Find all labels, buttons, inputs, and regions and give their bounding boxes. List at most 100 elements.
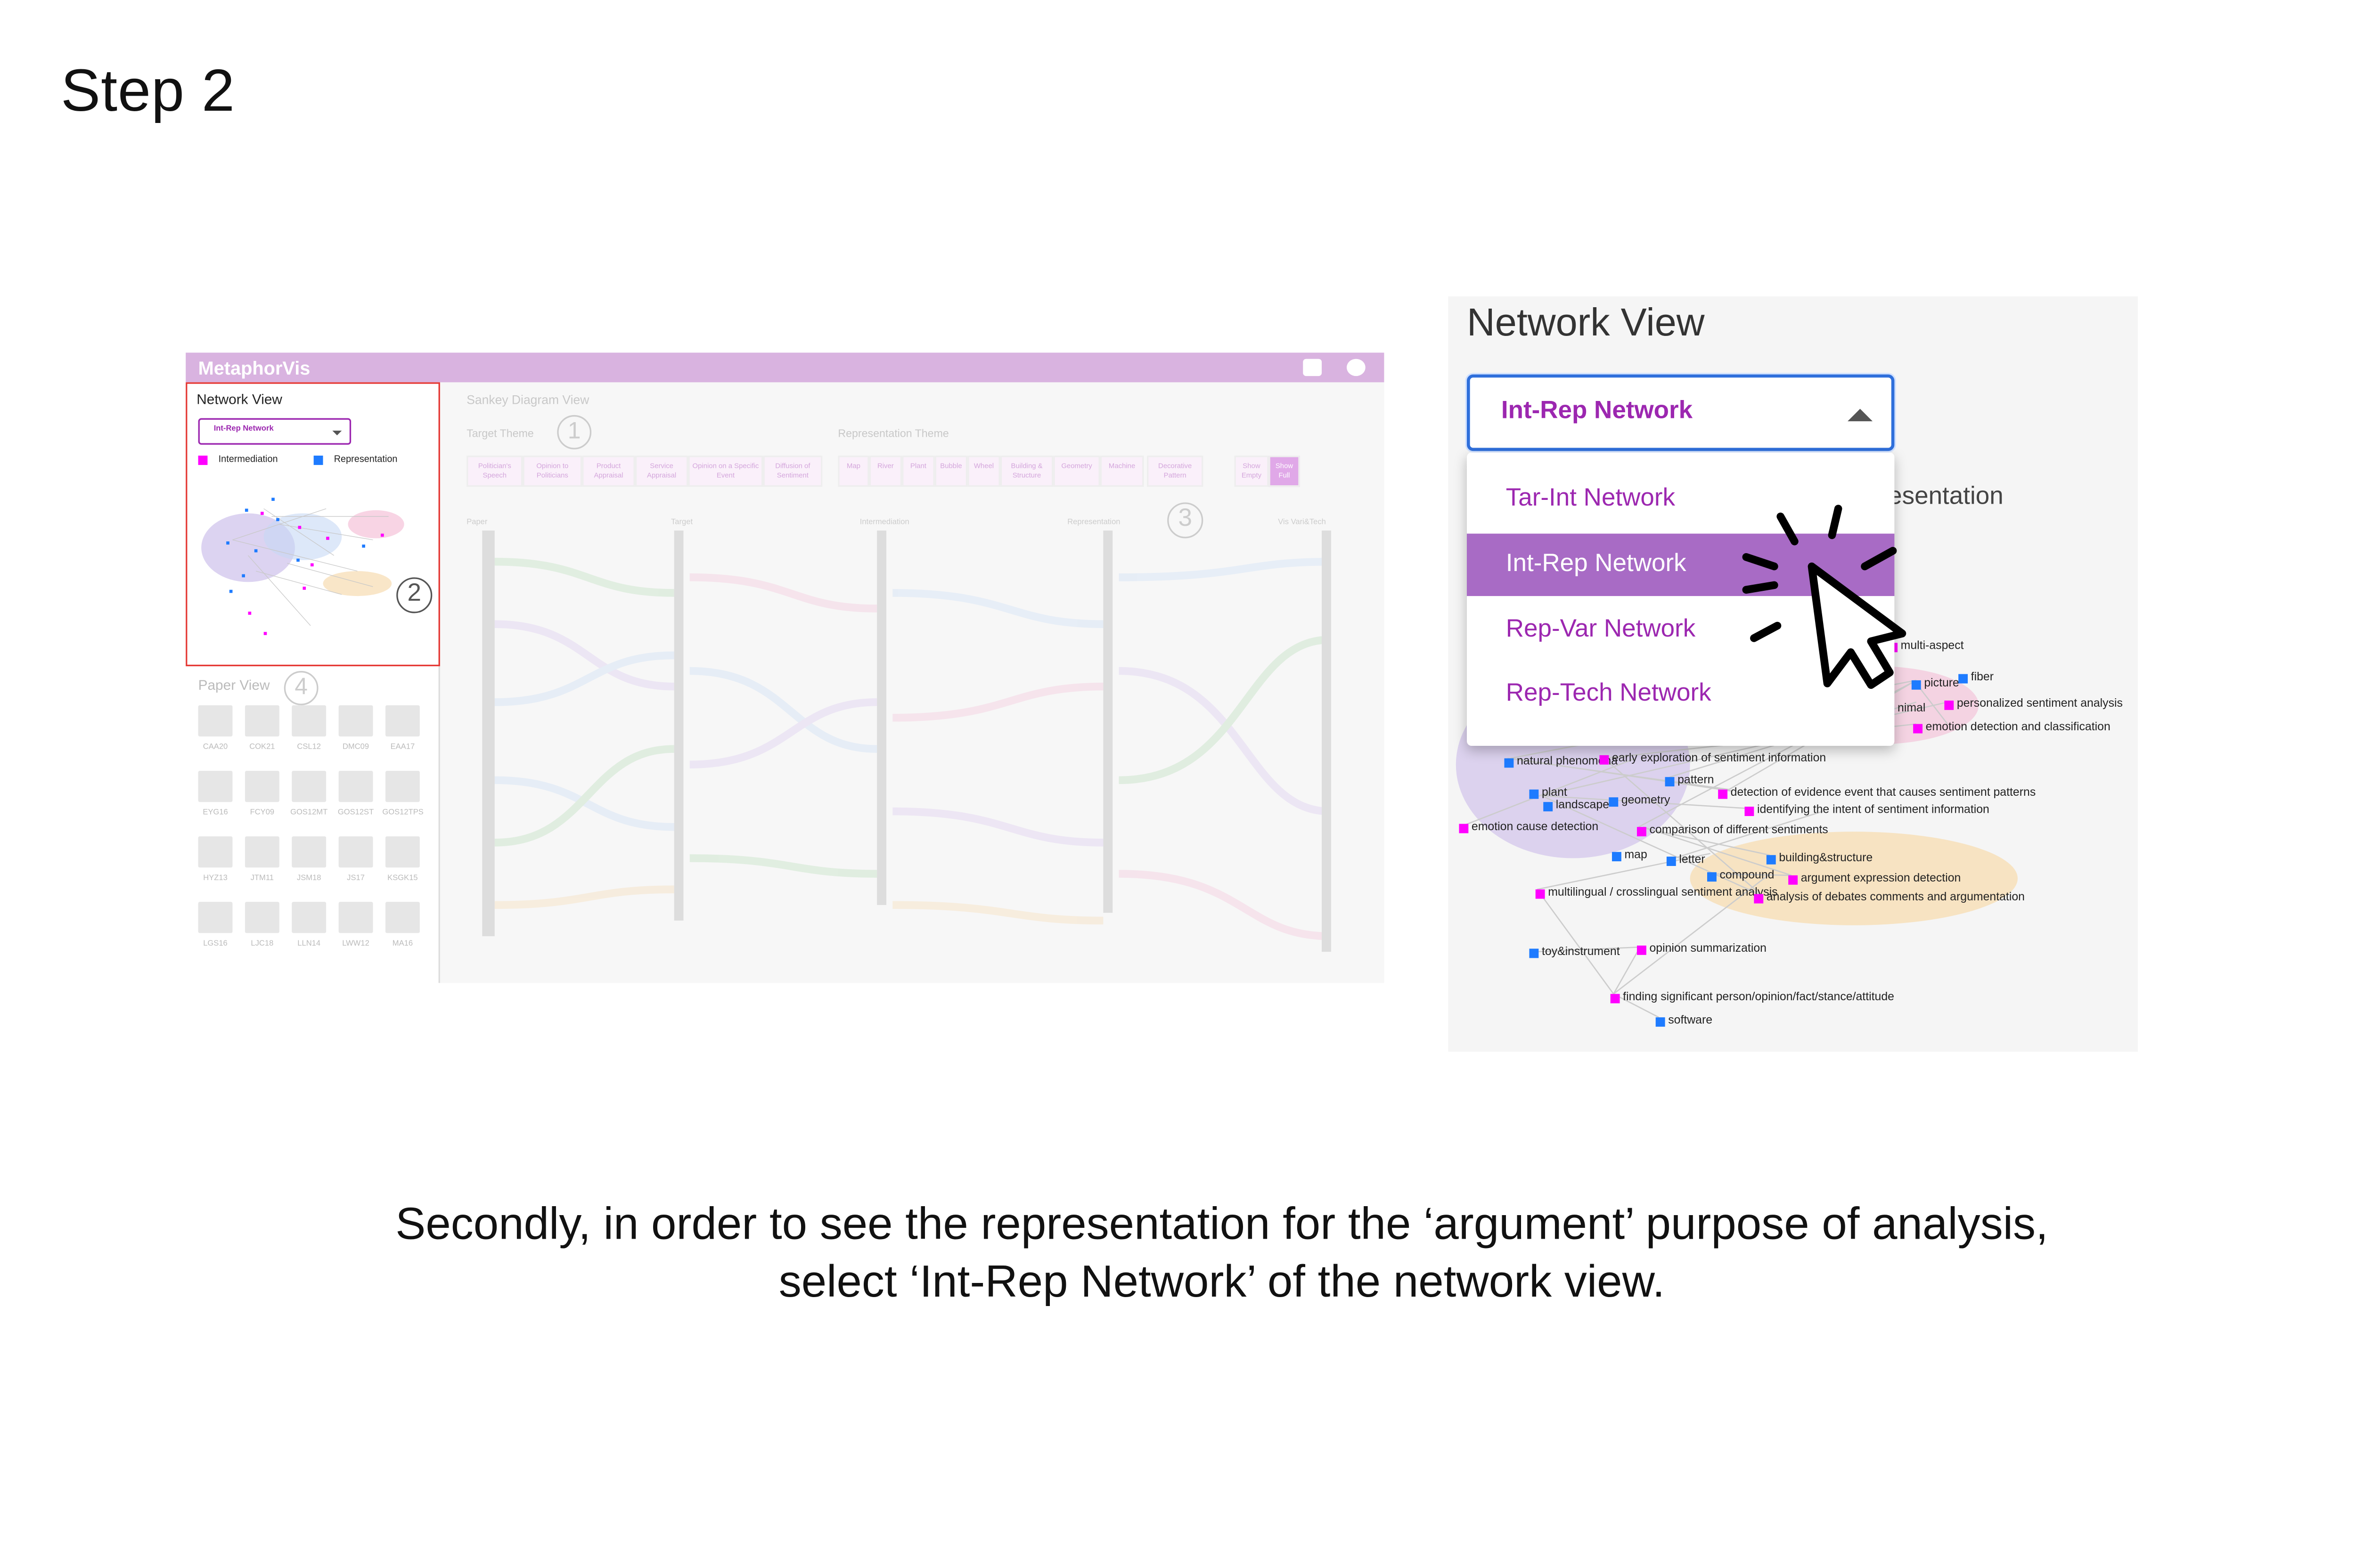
paper-thumbnail-label: CSL12 [297, 743, 321, 752]
paper-thumbnail[interactable] [385, 902, 420, 933]
network-select-mini[interactable]: Int-Rep Network [198, 418, 352, 445]
col-intermediation: Intermediation [859, 518, 909, 528]
representation-node[interactable] [1766, 855, 1776, 865]
paper-thumbnail-label: LGS16 [203, 939, 228, 949]
caret-up-icon [1848, 408, 1873, 422]
target-theme-button[interactable]: Diffusion of Sentiment [763, 456, 823, 487]
paper-thumbnail[interactable] [198, 705, 233, 737]
representation-theme-button[interactable]: Bubble [934, 456, 968, 487]
representation-node[interactable] [1529, 789, 1539, 799]
representation-node[interactable] [1666, 857, 1676, 866]
representation-theme-button[interactable]: Decorative Pattern [1147, 456, 1203, 487]
option-rep-tech-network[interactable]: Rep-Tech Network [1505, 680, 1711, 707]
representation-theme-button[interactable]: River [869, 456, 902, 487]
paper-thumbnail[interactable] [198, 836, 233, 868]
paper-thumbnail[interactable] [292, 705, 327, 737]
intermediation-node[interactable] [1744, 807, 1754, 817]
legend-swatch-intermediation [198, 456, 208, 465]
video-camera-icon[interactable] [1303, 359, 1322, 376]
intermediation-node[interactable] [1599, 755, 1609, 765]
representation-theme-button[interactable]: Building & Structure [1000, 456, 1054, 487]
representation-theme-button[interactable]: Plant [902, 456, 935, 487]
intermediation-node[interactable] [1788, 875, 1798, 885]
target-theme-button[interactable]: Service Appraisal [635, 456, 688, 487]
representation-node[interactable] [1911, 680, 1921, 690]
node-label: comparison of different sentiments [1649, 822, 1828, 837]
node-label: pattern [1677, 772, 1714, 787]
node-label: plant [1541, 784, 1567, 799]
paper-thumbnail[interactable] [338, 770, 373, 802]
representation-node[interactable] [1655, 1017, 1665, 1027]
paper-thumbnail-label: EAA17 [390, 743, 415, 752]
representation-node[interactable] [1543, 802, 1553, 812]
intermediation-node[interactable] [1754, 894, 1764, 904]
intermediation-node[interactable] [1913, 724, 1923, 734]
paper-thumbnail[interactable] [245, 836, 279, 868]
intermediation-node[interactable] [1535, 889, 1545, 899]
paper-thumbnail-label: HYZ13 [203, 874, 228, 883]
show-empty-toggle[interactable]: Show Empty [1234, 456, 1269, 487]
paper-thumbnail[interactable] [245, 705, 279, 737]
network-type-select[interactable]: Int-Rep Network [1466, 374, 1895, 451]
caption-line-1: Secondly, in order to see the representa… [395, 1200, 2048, 1250]
paper-thumbnail[interactable] [385, 770, 420, 802]
representation-theme-label: Representation Theme [838, 429, 949, 440]
option-tar-int-network[interactable]: Tar-Int Network [1505, 485, 1676, 512]
app-screenshot: MetaphorVis Network View Int-Rep Network… [186, 352, 1384, 983]
target-theme-button[interactable]: Politician's Speech [466, 456, 523, 487]
paper-thumbnail[interactable] [292, 902, 327, 933]
node-label: landscape [1555, 797, 1610, 812]
target-theme-button[interactable]: Product Appraisal [582, 456, 635, 487]
representation-node[interactable] [1958, 674, 1968, 684]
representation-node[interactable] [1504, 758, 1514, 768]
paper-thumbnail-label: GOS12TPS [382, 808, 424, 818]
node-label: fiber [1971, 669, 1994, 684]
node-label: nimal [1898, 700, 1926, 715]
marker-3: 3 [1167, 502, 1203, 539]
intermediation-node[interactable] [1636, 945, 1646, 955]
caption-line-2: select ‘Int-Rep Network’ of the network … [778, 1258, 1665, 1308]
representation-theme-button[interactable]: Geometry [1053, 456, 1100, 487]
paper-thumbnail[interactable] [198, 902, 233, 933]
paper-thumbnail[interactable] [245, 770, 279, 802]
intermediation-node[interactable] [1718, 789, 1728, 799]
show-full-toggle[interactable]: Show Full [1268, 456, 1300, 487]
node-label: picture [1924, 675, 1959, 690]
github-icon[interactable] [1346, 359, 1366, 376]
paper-thumbnail[interactable] [338, 705, 373, 737]
legend-label-intermediation: Intermediation [218, 456, 278, 465]
intermediation-node[interactable] [1459, 824, 1469, 833]
intermediation-node[interactable] [1636, 827, 1646, 837]
paper-thumbnail[interactable] [338, 902, 373, 933]
paper-thumbnail[interactable] [385, 836, 420, 868]
target-theme-button[interactable]: Opinion on a Specific Event [688, 456, 763, 487]
node-label: toy&instrument [1541, 944, 1620, 958]
target-theme-button[interactable]: Opinion to Politicians [523, 456, 582, 487]
representation-node[interactable] [1707, 872, 1717, 882]
paper-thumbnail[interactable] [292, 770, 327, 802]
paper-thumbnail[interactable] [338, 836, 373, 868]
intermediation-node[interactable] [1610, 994, 1620, 1004]
paper-thumbnail-label: COK21 [249, 743, 275, 752]
paper-thumbnail[interactable] [292, 836, 327, 868]
paper-thumbnail[interactable] [198, 770, 233, 802]
representation-node[interactable] [1665, 777, 1675, 787]
paper-thumbnail[interactable] [385, 705, 420, 737]
paper-thumbnail[interactable] [245, 902, 279, 933]
representation-node[interactable] [1609, 797, 1619, 807]
representation-node[interactable] [1612, 852, 1621, 862]
caption: Secondly, in order to see the representa… [0, 1197, 2356, 1312]
app-header: MetaphorVis [186, 352, 1384, 383]
representation-theme-button[interactable]: Map [838, 456, 869, 487]
intermediation-node[interactable] [1944, 700, 1954, 710]
representation-theme-button[interactable]: Machine [1100, 456, 1144, 487]
option-rep-var-network[interactable]: Rep-Var Network [1505, 616, 1696, 643]
click-cursor-icon [1742, 505, 1906, 689]
representation-node[interactable] [1529, 948, 1539, 958]
paper-thumbnail-label: JTM11 [250, 874, 274, 883]
representation-theme-button[interactable]: Wheel [967, 456, 1000, 487]
sankey-title: Sankey Diagram View [466, 393, 589, 408]
